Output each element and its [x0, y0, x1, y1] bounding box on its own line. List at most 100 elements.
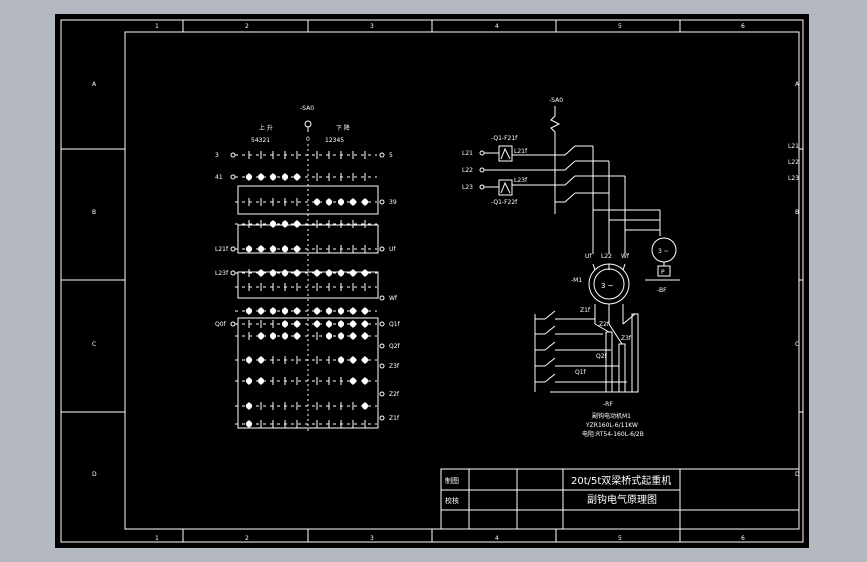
right-terminal-label-39: 39 [389, 199, 397, 206]
left-terminal-node [230, 246, 236, 252]
column-number-bottom-2: 2 [245, 535, 249, 542]
contact-group-box [237, 317, 379, 429]
motor-inner-label: 3 ~ [601, 282, 614, 290]
contact-closed-dot [281, 269, 289, 277]
contact-closed-dot [313, 269, 321, 277]
bus-label-l23: L23 [788, 175, 799, 182]
rotor-contactors [534, 310, 636, 392]
contact-closed-dot [337, 320, 345, 328]
spec-line-3: 电阻:RT54-160L-6/2B [582, 430, 644, 438]
contact-closed-dot [361, 377, 369, 385]
spec-line-2: YZR160L-6/11KW [585, 422, 638, 429]
resistor-label-z2f: Z2f [599, 321, 610, 328]
contact-closed-dot [269, 245, 277, 253]
controller-contact-grid [235, 144, 379, 432]
controller-switch-label: -SA0 [300, 105, 314, 112]
column-number-bottom-6: 6 [741, 535, 745, 542]
contact-closed-dot [361, 402, 369, 410]
row-letter-left-B: B [92, 209, 96, 216]
rotor-contact-blade [544, 373, 556, 383]
resistor-label-q2f: Q2f [596, 353, 608, 360]
contact-closed-dot [257, 307, 265, 315]
right-terminal-node [379, 391, 385, 397]
spec-line-1: 副钩电动机M1 [592, 412, 631, 420]
contact-closed-dot [293, 332, 301, 340]
row-letter-left-D: D [92, 471, 97, 478]
title-block: 制图 校核 20t/5t双梁桥式起重机 副钩电气原理图 [440, 468, 800, 530]
resistor-label-z1f: Z1f [580, 307, 591, 314]
up-positions-label: 54321 [251, 137, 270, 144]
breaker-bottom-label: -Q1-F22f [491, 199, 518, 206]
contact-closed-dot [281, 173, 289, 181]
rotor-link [594, 323, 610, 333]
contact-closed-dot [269, 173, 277, 181]
contact-closed-dot [293, 307, 301, 315]
right-terminal-node [379, 343, 385, 349]
contact-closed-dot [245, 420, 253, 428]
bus-label-l21: L21 [788, 143, 799, 150]
contact-closed-dot [325, 307, 333, 315]
left-terminal-label-3: 3 [215, 152, 219, 159]
resistor-group-label: -RF [603, 401, 613, 408]
contact-closed-dot [269, 220, 277, 228]
left-terminal-label-Q0f: Q0f [215, 321, 227, 328]
left-terminal-node [230, 174, 236, 180]
contact-closed-dot [293, 320, 301, 328]
power-switch-label: -SA0 [549, 97, 563, 104]
contact-closed-dot [245, 356, 253, 364]
contact-closed-dot [313, 307, 321, 315]
motor-label: -M1 [571, 277, 582, 284]
motor-power-diagram: -SA0 L21 L22 L23 -Q1-F21f L21f L23f -Q1-… [462, 97, 799, 438]
right-terminal-node [379, 152, 385, 158]
contact-closed-dot [245, 173, 253, 181]
rotor-contact-blade [544, 341, 556, 351]
down-positions-label: 12345 [325, 137, 344, 144]
checked-by-label: 校核 [445, 496, 459, 505]
contact-closed-dot [281, 332, 289, 340]
drawing-title-line-2: 副钩电气原理图 [587, 493, 657, 506]
controller-switch-diagram: -SA0 0 上 升 54321 下 降 12345 341L21fL23fQ0… [215, 105, 401, 432]
contact-closed-dot [257, 332, 265, 340]
contact-closed-dot [349, 269, 357, 277]
inner-border [124, 31, 800, 530]
contact-closed-dot [325, 198, 333, 206]
left-terminal-node [230, 270, 236, 276]
right-terminal-label-Wf: Wf [389, 295, 398, 302]
column-number-top-6: 6 [741, 23, 745, 30]
rotor-link [608, 323, 623, 345]
drawing-title-line-1: 20t/5t双梁桥式起重机 [571, 474, 671, 487]
row-letter-left-C: C [92, 341, 96, 348]
left-terminal-label-41: 41 [215, 174, 223, 181]
phase-input-l21: L21 [462, 150, 473, 157]
phase-input-l23: L23 [462, 184, 473, 191]
down-direction-label: 下 降 [336, 124, 350, 132]
frame-ticks [61, 20, 803, 542]
contact-closed-dot [337, 198, 345, 206]
contact-closed-dot [293, 220, 301, 228]
breaker-out-top: L21f [514, 148, 528, 155]
right-terminal-label-Uf: Uf [389, 246, 396, 253]
breaker-out-bottom: L23f [514, 177, 528, 184]
contact-closed-dot [349, 320, 357, 328]
right-terminal-node [379, 415, 385, 421]
contact-closed-dot [269, 269, 277, 277]
contact-closed-dot [269, 307, 277, 315]
contact-closed-dot [361, 269, 369, 277]
contact-closed-dot [337, 269, 345, 277]
aux-motor-inner: 3 ~ [658, 248, 669, 255]
contact-closed-dot [293, 173, 301, 181]
aux-box-label: P [661, 269, 665, 276]
rotor-contact-blade [544, 325, 556, 335]
contact-closed-dot [361, 356, 369, 364]
row-letter-right-D: D [795, 471, 800, 478]
resistor-label-q1f: Q1f [575, 369, 587, 376]
contact-closed-dot [313, 198, 321, 206]
contact-closed-dot [313, 320, 321, 328]
up-direction-label: 上 升 [259, 124, 273, 132]
rotor-link [622, 313, 636, 325]
